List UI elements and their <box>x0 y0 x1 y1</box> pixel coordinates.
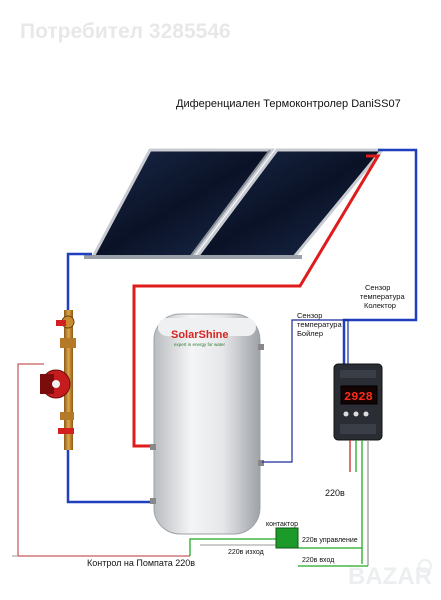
tank-brand: SolarShine <box>171 329 228 341</box>
storage-tank: SolarShine expert in energy for water <box>150 313 264 535</box>
output-voltage-label: 220в изход <box>228 549 264 556</box>
control-wires <box>12 363 369 567</box>
sensor-boiler-line1: Сензор <box>297 311 322 320</box>
sensor-collector-line1: Сензор <box>365 283 390 292</box>
controller-unit: 2928 <box>333 363 383 441</box>
cold-pipes <box>66 148 418 504</box>
controller-display: 2928 <box>344 390 373 404</box>
diagram-title: Диференциален Термоконтролер DaniSS07 <box>176 98 401 110</box>
solar-collectors <box>84 148 386 259</box>
control-voltage-label: 220в управление <box>302 537 358 544</box>
power-label: 220в <box>325 488 345 498</box>
hot-pipes <box>132 154 381 448</box>
bazar-logo-text: BAZAR <box>348 563 432 590</box>
watermark-text: Потребител 3285546 <box>20 20 231 43</box>
tank-tagline: expert in energy for water <box>174 342 226 347</box>
contactor-box <box>275 527 299 549</box>
sensor-collector-line2: температура <box>360 292 405 301</box>
sensor-collector-line3: Колектор <box>364 301 396 310</box>
pump-control-label: Контрол на Помпата 220в <box>87 558 195 568</box>
sensor-boiler-line3: Бойлер <box>297 329 323 338</box>
contactor-label: контактор <box>266 521 298 528</box>
input-voltage-label: 220в вход <box>302 557 334 564</box>
sensor-wires <box>262 319 349 463</box>
sensor-boiler-line2: температура <box>297 320 342 329</box>
pump-assembly <box>40 310 76 450</box>
bazar-logo: BAZAR <box>348 559 432 590</box>
